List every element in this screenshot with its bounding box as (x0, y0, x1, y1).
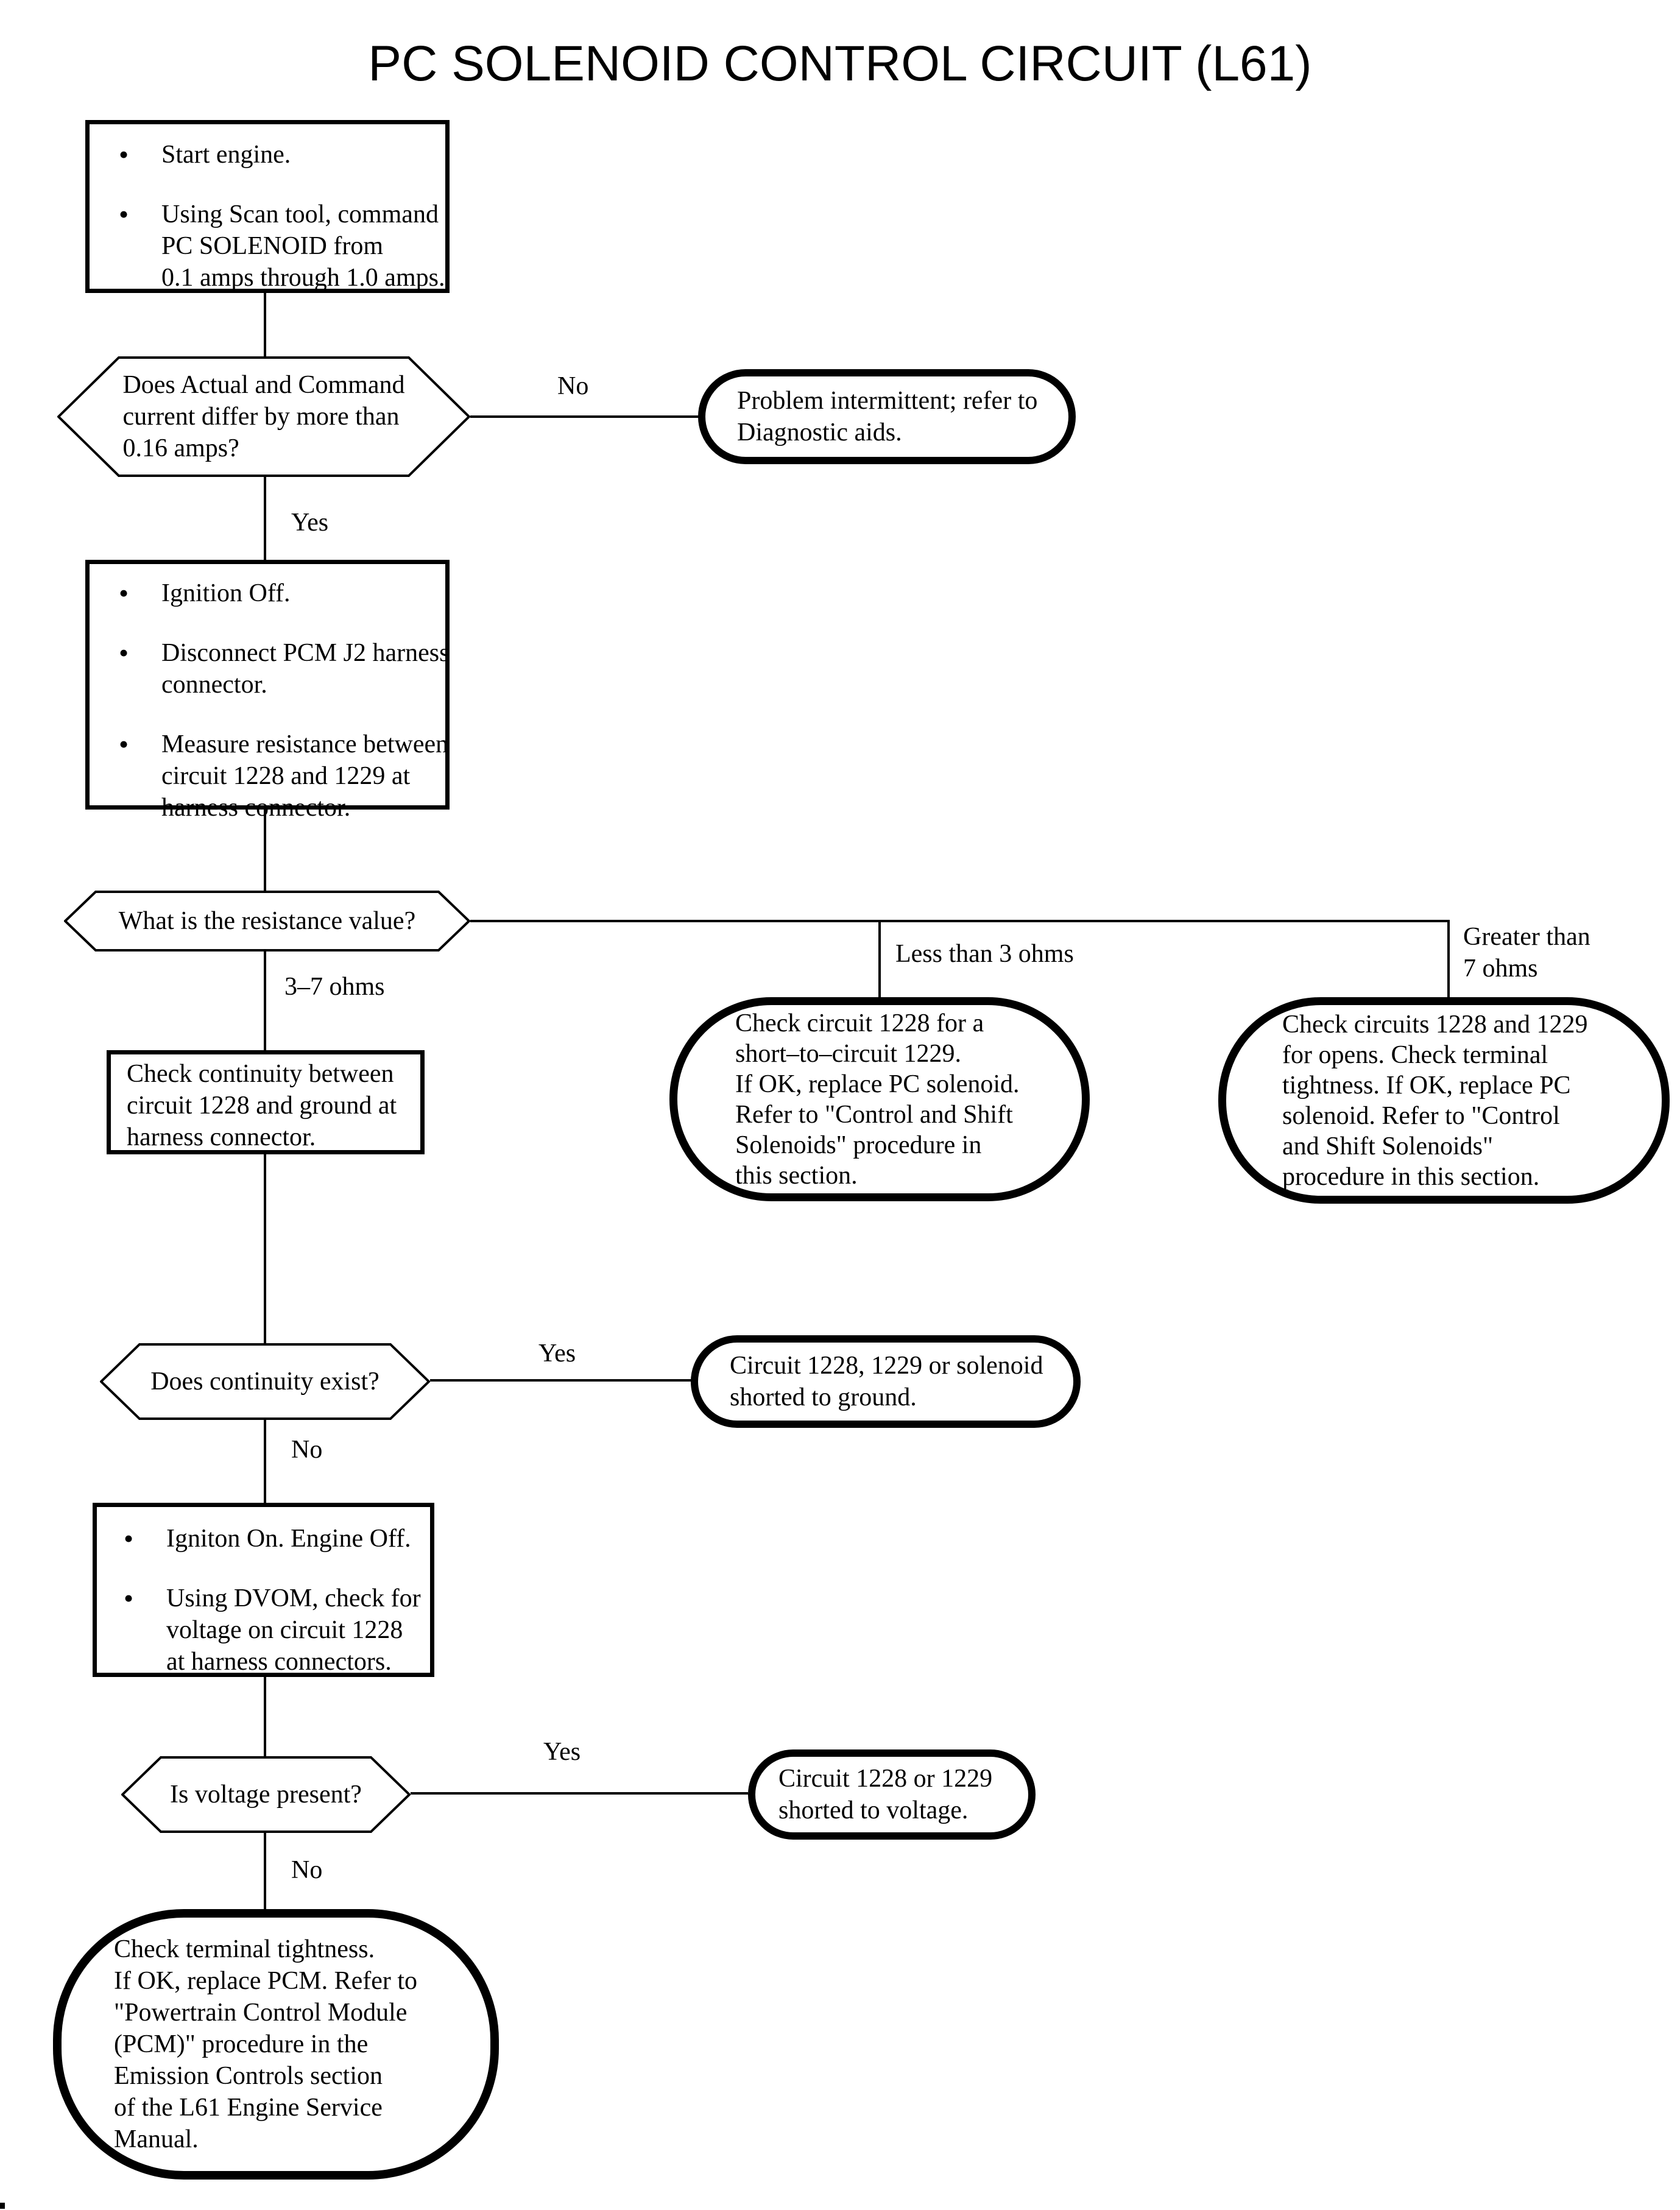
terminal-check-opens: Check circuits 1228 and 1229 for opens. … (1218, 997, 1670, 1204)
terminal-shorted-ground-text: Circuit 1228, 1229 or solenoid shorted t… (730, 1352, 1043, 1411)
connector-branch-greater-than-7 (1447, 920, 1450, 998)
list-item: • Ignition Off. (119, 577, 440, 609)
terminal-check-short: Check circuit 1228 for a short–to–circui… (669, 997, 1090, 1201)
connector-resistance-to-decision2 (264, 808, 266, 892)
connector-decision1-no (470, 415, 699, 418)
connector-decision4-no (264, 1833, 266, 1910)
step-continuity-text: Check continuity between circuit 1228 an… (127, 1060, 397, 1151)
label-yes-3: Yes (543, 1738, 581, 1766)
bullet-icon: • (124, 1583, 134, 1614)
hexagon-shape (57, 356, 470, 477)
decision-current-differ-text: Does Actual and Command current differ b… (122, 371, 405, 462)
connector-voltage-to-decision4 (264, 1676, 266, 1757)
step-voltage-item-1: Igniton On. Engine Off. (166, 1525, 411, 1553)
step-start-item-2: Using Scan tool, command PC SOLENOID fro… (161, 200, 445, 292)
list-item: • Using DVOM, check for voltage on circu… (124, 1583, 425, 1678)
list-item: • Using Scan tool, command PC SOLENOID f… (119, 199, 445, 294)
connector-decision1-yes (264, 477, 266, 560)
hexagon-shape (64, 891, 470, 951)
connector-continuity-to-decision3 (264, 1153, 266, 1344)
connector-decision4-yes (411, 1792, 748, 1795)
label-greater-than-7-ohms: Greater than 7 ohms (1463, 923, 1590, 983)
list-item: • Measure resistance between circuit 122… (119, 729, 448, 824)
terminal-check-short-text: Check circuit 1228 for a short–to–circui… (735, 1009, 1020, 1190)
connector-decision2-mid (264, 951, 266, 1051)
scan-artifact (0, 2203, 5, 2209)
bullet-icon: • (119, 577, 129, 609)
label-no-2: No (291, 1436, 323, 1464)
terminal-problem-intermittent-text: Problem intermittent; refer to Diagnosti… (737, 387, 1038, 447)
decision-resistance-value-text: What is the resistance value? (118, 907, 416, 935)
terminal-shorted-voltage-text: Circuit 1228 or 1229 shorted to voltage. (778, 1765, 993, 1824)
connector-start-to-decision1 (264, 291, 266, 357)
bullet-icon: • (119, 139, 129, 170)
decision-resistance-value: What is the resistance value? (64, 891, 470, 951)
terminal-replace-pcm: Check terminal tightness. If OK, replace… (53, 1909, 499, 2180)
list-item: • Start engine. (119, 139, 440, 171)
connector-decision3-yes (430, 1379, 692, 1382)
step-resistance-box: • Ignition Off. • Disconnect PCM J2 harn… (85, 560, 450, 822)
decision-voltage: Is voltage present? (121, 1756, 411, 1833)
label-3-7-ohms: 3–7 ohms (284, 973, 385, 1001)
connector-decision3-no (264, 1420, 266, 1504)
terminal-shorted-voltage: Circuit 1228 or 1229 shorted to voltage. (748, 1749, 1036, 1840)
label-yes-1: Yes (291, 509, 329, 537)
label-no-3: No (291, 1856, 323, 1884)
step-resistance-item-1: Ignition Off. (161, 579, 291, 607)
step-start-box: • Start engine. • Using Scan tool, comma… (85, 120, 450, 293)
connector-branch-less-than-3 (878, 920, 881, 998)
bullet-icon: • (119, 637, 129, 668)
step-resistance-item-2: Disconnect PCM J2 harness connector. (161, 639, 450, 699)
terminal-check-opens-text: Check circuits 1228 and 1229 for opens. … (1282, 1010, 1588, 1191)
hexagon-shape (121, 1756, 411, 1833)
label-no-1: No (557, 372, 589, 400)
step-start-item-1: Start engine. (161, 141, 291, 169)
terminal-shorted-ground: Circuit 1228, 1229 or solenoid shorted t… (691, 1335, 1081, 1428)
decision-continuity: Does continuity exist? (100, 1343, 430, 1420)
hexagon-shape (100, 1343, 430, 1420)
terminal-replace-pcm-text: Check terminal tightness. If OK, replace… (114, 1935, 418, 2153)
step-voltage-item-2: Using DVOM, check for voltage on circuit… (166, 1584, 421, 1676)
connector-decision2-branch (470, 920, 1449, 922)
list-item: • Disconnect PCM J2 harness connector. (119, 637, 449, 701)
bullet-icon: • (119, 729, 129, 760)
step-resistance-item-3: Measure resistance between circuit 1228 … (161, 730, 449, 822)
label-yes-2: Yes (538, 1340, 576, 1368)
decision-continuity-text: Does continuity exist? (150, 1368, 379, 1396)
step-voltage-box: • Igniton On. Engine Off. • Using DVOM, … (93, 1503, 434, 1677)
label-less-than-3-ohms: Less than 3 ohms (895, 940, 1074, 968)
step-continuity-box: Check continuity between circuit 1228 an… (107, 1050, 425, 1154)
terminal-problem-intermittent: Problem intermittent; refer to Diagnosti… (698, 369, 1076, 464)
decision-voltage-text: Is voltage present? (170, 1781, 362, 1809)
bullet-icon: • (124, 1523, 134, 1554)
list-item: • Igniton On. Engine Off. (124, 1523, 425, 1555)
page-title: PC SOLENOID CONTROL CIRCUIT (L61) (368, 36, 1312, 91)
bullet-icon: • (119, 199, 129, 230)
decision-current-differ: Does Actual and Command current differ b… (57, 356, 470, 477)
